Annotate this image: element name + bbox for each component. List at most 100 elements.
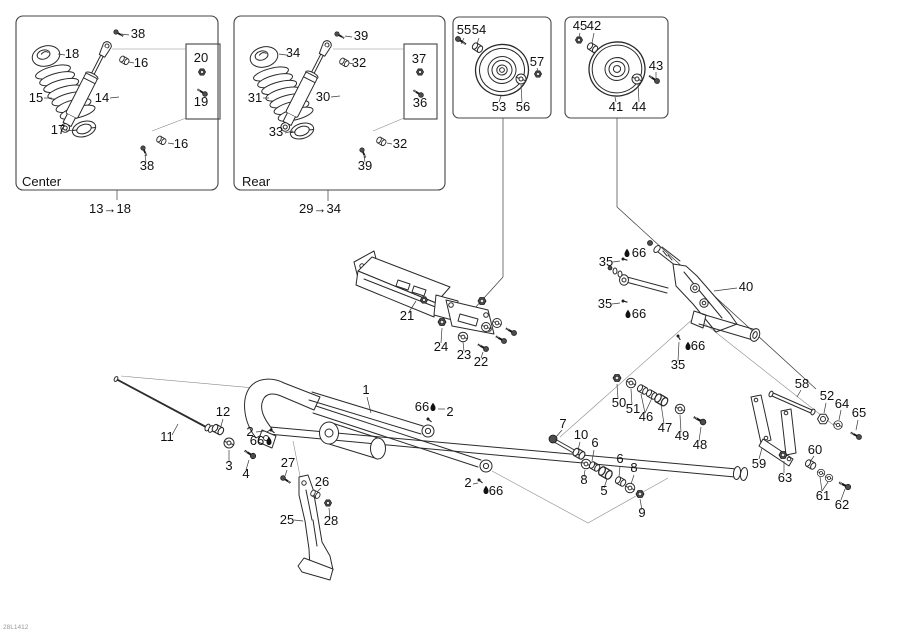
bolt-65-icon bbox=[848, 429, 864, 442]
part-label-36: 36 bbox=[413, 95, 427, 110]
spring-cap-34 bbox=[249, 46, 279, 68]
part-label-2: 2 bbox=[446, 404, 453, 419]
center-shock-box bbox=[15, 15, 221, 191]
washer-3-icon bbox=[223, 437, 235, 449]
part-label-27: 27 bbox=[281, 455, 295, 470]
nut-24-icon bbox=[437, 318, 447, 326]
center-box-range: 13→18 bbox=[89, 201, 131, 216]
bushing-16-top-icon bbox=[118, 54, 131, 66]
grease-screw-icon bbox=[620, 298, 629, 305]
washer-icon bbox=[481, 322, 491, 332]
grease-screw-icon bbox=[425, 416, 434, 424]
part-label-10: 10 bbox=[574, 427, 588, 442]
part-label-31: 31 bbox=[248, 90, 262, 105]
bushing-6-icon bbox=[613, 475, 628, 488]
part-label-35: 35 bbox=[671, 357, 685, 372]
part-label-34: 34 bbox=[286, 45, 300, 60]
bolt-39-bottom-icon bbox=[358, 146, 369, 160]
bolt-43-icon bbox=[646, 72, 662, 86]
idler-wheel-41 bbox=[588, 41, 646, 97]
part-label-21: 21 bbox=[400, 308, 414, 323]
part-label-6: 6 bbox=[616, 451, 623, 466]
grease-drop-icon bbox=[483, 485, 489, 495]
bolt-39-top-icon bbox=[333, 30, 347, 41]
grease-drop-icon bbox=[430, 402, 436, 412]
part-label-8: 8 bbox=[580, 472, 587, 487]
part-label-66: 66 bbox=[415, 399, 429, 414]
part-label-60: 60 bbox=[808, 442, 822, 457]
bushing-16-bottom-icon bbox=[155, 134, 168, 146]
part-label-41: 41 bbox=[609, 99, 623, 114]
nut-50-icon bbox=[612, 374, 622, 382]
center-box-title: Center bbox=[22, 174, 62, 189]
stud-nut-icon bbox=[420, 296, 428, 304]
washer-49-icon bbox=[674, 403, 686, 415]
grease-drop-icon bbox=[624, 248, 630, 258]
bushing-12-icon bbox=[210, 422, 226, 437]
part-label-12: 12 bbox=[216, 404, 230, 419]
washer-56-icon bbox=[515, 73, 527, 85]
part-label-7: 7 bbox=[559, 416, 566, 431]
part-label-39: 39 bbox=[358, 158, 372, 173]
part-label-11: 11 bbox=[160, 429, 174, 444]
part-label-58: 58 bbox=[795, 376, 809, 391]
part-label-22: 22 bbox=[474, 354, 488, 369]
hardware-subbox-36-37 bbox=[403, 43, 438, 120]
part-label-57: 57 bbox=[530, 54, 544, 69]
doc-code: 28L1412 bbox=[3, 624, 29, 631]
nut-9-icon bbox=[635, 490, 645, 498]
washer-61-icon bbox=[824, 473, 834, 483]
rear-box-range: 29→34 bbox=[299, 201, 341, 216]
part-label-53: 53 bbox=[492, 99, 506, 114]
idler-wheel-box-53 bbox=[452, 16, 552, 119]
hardware-subbox-19-20 bbox=[185, 43, 221, 120]
bolt-4-icon bbox=[242, 447, 258, 461]
part-label-50: 50 bbox=[612, 395, 626, 410]
rear-box-title: Rear bbox=[242, 174, 271, 189]
grease-drop-icon bbox=[266, 436, 272, 446]
grease-drop-icon bbox=[685, 341, 691, 351]
idler-wheel-box-41 bbox=[564, 16, 669, 119]
part-label-33: 33 bbox=[269, 124, 283, 139]
hex-nut-52 bbox=[817, 413, 829, 425]
bolt-38-bottom-icon bbox=[139, 144, 150, 158]
part-label-52: 52 bbox=[820, 388, 834, 403]
bolt-icon bbox=[503, 325, 519, 338]
nut-63-icon bbox=[778, 451, 788, 459]
part-label-42: 42 bbox=[587, 18, 601, 33]
part-label-44: 44 bbox=[632, 99, 646, 114]
stand-brace-25 bbox=[297, 474, 334, 581]
washer-icon bbox=[492, 318, 502, 328]
washer-8-icon bbox=[624, 482, 636, 494]
link-rod-58 bbox=[768, 390, 816, 416]
idler-wheel-53 bbox=[474, 43, 530, 97]
part-label-17: 17 bbox=[51, 122, 65, 137]
grease-screw-icon bbox=[620, 256, 629, 263]
rear-shock-box bbox=[233, 15, 446, 191]
bolt-55-icon bbox=[453, 34, 469, 48]
part-label-3: 3 bbox=[225, 458, 232, 473]
part-label-66: 66 bbox=[489, 483, 503, 498]
grease-screw-icon bbox=[675, 333, 683, 342]
part-label-37: 37 bbox=[412, 51, 426, 66]
part-label-47: 47 bbox=[658, 420, 672, 435]
part-label-45: 45 bbox=[573, 18, 587, 33]
part-label-2: 2 bbox=[464, 475, 471, 490]
washer-61-icon bbox=[816, 468, 826, 478]
bolt-38-top-icon bbox=[112, 28, 126, 39]
part-label-56: 56 bbox=[516, 99, 530, 114]
part-label-48: 48 bbox=[693, 437, 707, 452]
nut-45-icon bbox=[575, 36, 583, 44]
part-label-28: 28 bbox=[324, 513, 338, 528]
bolt-icon bbox=[493, 333, 509, 346]
bushing-32-bottom-icon bbox=[375, 135, 388, 147]
part-label-1: 1 bbox=[362, 382, 369, 397]
spring-cap-18 bbox=[31, 45, 61, 67]
part-label-66: 66 bbox=[632, 306, 646, 321]
bolt-48-icon bbox=[691, 413, 708, 427]
spring-seat-ring-17 bbox=[71, 120, 97, 138]
nut-icon bbox=[477, 297, 487, 305]
part-label-20: 20 bbox=[194, 50, 208, 65]
part-label-19: 19 bbox=[194, 94, 208, 109]
